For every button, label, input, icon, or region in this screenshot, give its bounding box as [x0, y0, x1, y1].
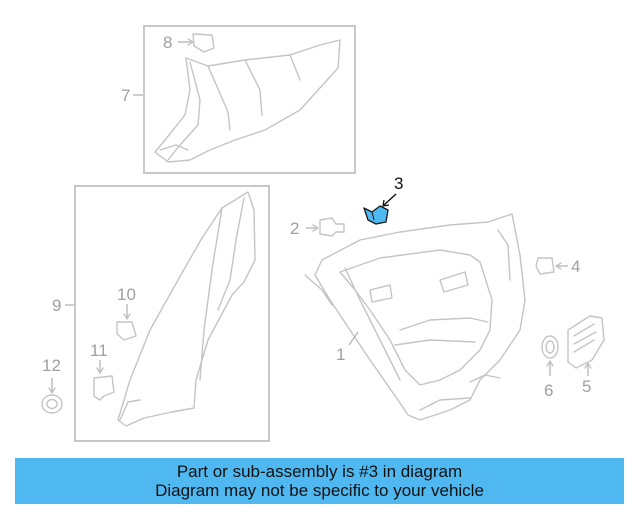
part-5-vent	[567, 315, 605, 376]
callout-10: 10	[117, 285, 136, 304]
part-2-push-pin	[306, 217, 345, 237]
part-10-clip	[116, 304, 137, 341]
callout-9: 9	[52, 296, 62, 315]
callout-3: 3	[394, 174, 404, 193]
callout-5: 5	[582, 377, 592, 396]
info-banner: Part or sub-assembly is #3 in diagram Di…	[15, 458, 624, 504]
banner-line-1: Part or sub-assembly is #3 in diagram	[176, 462, 463, 481]
part-1-quarter-trim	[304, 213, 526, 421]
part-4-clip	[535, 257, 568, 275]
callout-1: 1	[336, 345, 346, 364]
leader-1	[348, 331, 359, 346]
part-11-clip	[93, 360, 115, 401]
callout-7: 7	[121, 86, 131, 105]
assembly-7-frame	[143, 25, 356, 174]
part-3-bracket	[363, 193, 397, 225]
banner-line-2: Diagram may not be specific to your vehi…	[155, 481, 484, 500]
callout-12: 12	[42, 356, 61, 375]
callout-2: 2	[290, 219, 300, 238]
callout-4: 4	[571, 257, 581, 276]
callout-6: 6	[544, 381, 554, 400]
part-6-grommet	[541, 335, 559, 376]
part-7-upper-trim	[154, 39, 341, 163]
callout-11: 11	[90, 341, 108, 360]
part-12-grommet	[41, 378, 63, 414]
part-8-clip	[178, 33, 215, 53]
part-9-pillar-trim	[117, 191, 256, 427]
callout-8: 8	[163, 33, 173, 52]
assembly-9-frame	[74, 185, 270, 442]
